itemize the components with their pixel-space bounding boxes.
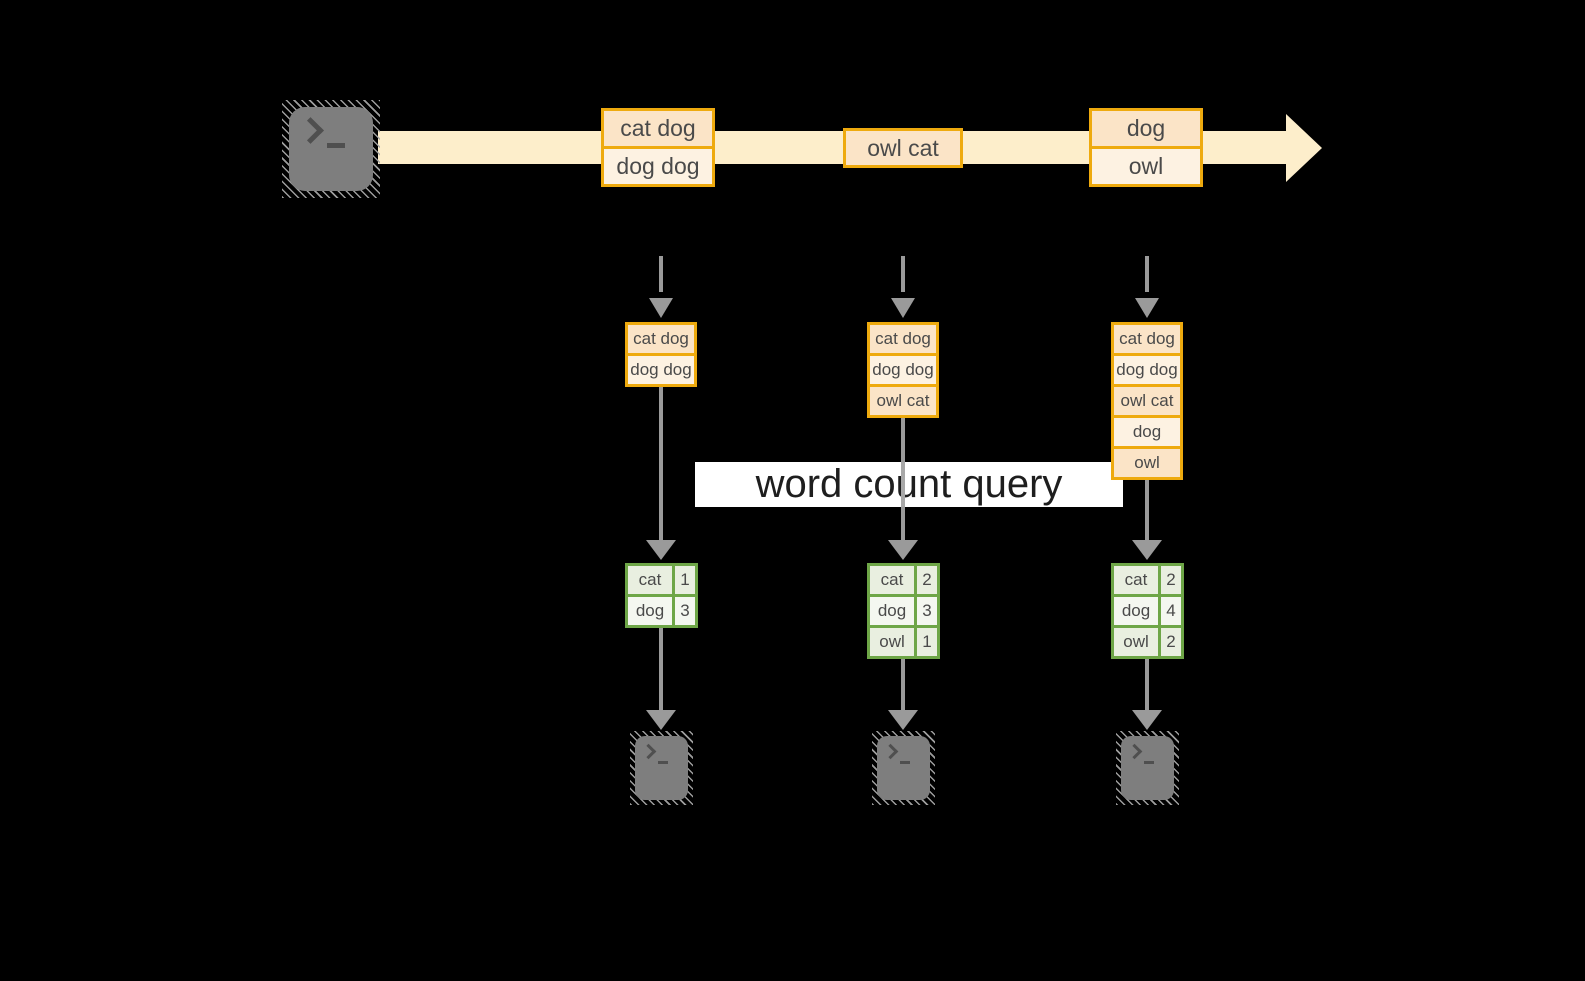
accumulated-stack-1: cat dog dog dog bbox=[625, 322, 697, 387]
stack-record: dog dog bbox=[870, 353, 936, 384]
stream-batch-1: cat dog dog dog bbox=[601, 108, 715, 187]
table-count-cell: 1 bbox=[917, 628, 937, 656]
stack-record: dog dog bbox=[628, 353, 694, 384]
terminal-screen bbox=[1121, 736, 1174, 800]
prompt-chevron-icon bbox=[640, 743, 657, 760]
stream-arrowhead-icon bbox=[1286, 114, 1322, 182]
table-count-cell: 2 bbox=[1161, 628, 1181, 656]
stack-record: cat dog bbox=[628, 325, 694, 353]
output-arrow-line-2 bbox=[901, 659, 905, 710]
stream-record: dog bbox=[1092, 111, 1200, 146]
query-arrow-line-3 bbox=[1145, 480, 1149, 540]
stream-record: cat dog bbox=[604, 111, 712, 146]
ingest-arrowhead-3 bbox=[1135, 298, 1159, 318]
output-arrowhead-2 bbox=[888, 710, 918, 730]
prompt-underscore-icon bbox=[658, 761, 668, 764]
table-count-cell: 4 bbox=[1161, 597, 1181, 625]
table-word-cell: dog bbox=[1114, 597, 1158, 625]
query-arrowhead-3 bbox=[1132, 540, 1162, 560]
output-arrow-line-1 bbox=[659, 628, 663, 710]
stream-batch-3: dog owl bbox=[1089, 108, 1203, 187]
stack-record: owl cat bbox=[1114, 384, 1180, 415]
table-count-cell: 3 bbox=[675, 597, 695, 625]
terminal-screen bbox=[877, 736, 930, 800]
ingest-arrow-line-3 bbox=[1145, 256, 1149, 292]
prompt-chevron-icon bbox=[297, 117, 324, 144]
stream-record: dog dog bbox=[604, 146, 712, 184]
table-count-cell: 1 bbox=[675, 566, 695, 594]
table-count-cell: 3 bbox=[917, 597, 937, 625]
query-arrow-overlay-segment bbox=[901, 462, 905, 507]
result-table-2: cat 2 dog 3 owl 1 bbox=[867, 563, 940, 659]
prompt-underscore-icon bbox=[327, 143, 345, 148]
result-table-1: cat 1 dog 3 bbox=[625, 563, 698, 628]
sink-terminal-icon-2 bbox=[872, 731, 935, 805]
prompt-underscore-icon bbox=[1144, 761, 1154, 764]
stream-record: owl bbox=[1092, 146, 1200, 184]
table-count-cell: 2 bbox=[917, 566, 937, 594]
stack-record: dog dog bbox=[1114, 353, 1180, 384]
stack-record: owl cat bbox=[870, 384, 936, 415]
output-arrowhead-1 bbox=[646, 710, 676, 730]
table-word-cell: dog bbox=[628, 597, 672, 625]
prompt-chevron-icon bbox=[1126, 743, 1143, 760]
table-word-cell: cat bbox=[870, 566, 914, 594]
terminal-screen bbox=[289, 107, 373, 191]
query-label-box: word count query bbox=[695, 462, 1123, 507]
accumulated-stack-3: cat dog dog dog owl cat dog owl bbox=[1111, 322, 1183, 480]
output-arrowhead-3 bbox=[1132, 710, 1162, 730]
stream-record: owl cat bbox=[846, 131, 960, 165]
ingest-arrowhead-2 bbox=[891, 298, 915, 318]
query-arrowhead-1 bbox=[646, 540, 676, 560]
accumulated-stack-2: cat dog dog dog owl cat bbox=[867, 322, 939, 418]
table-word-cell: owl bbox=[870, 628, 914, 656]
result-table-3: cat 2 dog 4 owl 2 bbox=[1111, 563, 1184, 659]
table-word-cell: dog bbox=[870, 597, 914, 625]
ingest-arrow-line-2 bbox=[901, 256, 905, 292]
ingest-arrow-line-1 bbox=[659, 256, 663, 292]
query-arrow-line-1 bbox=[659, 387, 663, 540]
table-count-cell: 2 bbox=[1161, 566, 1181, 594]
stack-record: cat dog bbox=[1114, 325, 1180, 353]
query-label: word count query bbox=[755, 462, 1063, 506]
source-terminal-icon bbox=[282, 100, 380, 198]
table-word-cell: cat bbox=[1114, 566, 1158, 594]
prompt-chevron-icon bbox=[882, 743, 899, 760]
stack-record: owl bbox=[1114, 446, 1180, 477]
prompt-underscore-icon bbox=[900, 761, 910, 764]
terminal-screen bbox=[635, 736, 688, 800]
query-arrowhead-2 bbox=[888, 540, 918, 560]
stack-record: cat dog bbox=[870, 325, 936, 353]
table-word-cell: cat bbox=[628, 566, 672, 594]
stream-batch-2: owl cat bbox=[843, 128, 963, 168]
sink-terminal-icon-1 bbox=[630, 731, 693, 805]
ingest-arrowhead-1 bbox=[649, 298, 673, 318]
table-word-cell: owl bbox=[1114, 628, 1158, 656]
sink-terminal-icon-3 bbox=[1116, 731, 1179, 805]
output-arrow-line-3 bbox=[1145, 659, 1149, 710]
stack-record: dog bbox=[1114, 415, 1180, 446]
